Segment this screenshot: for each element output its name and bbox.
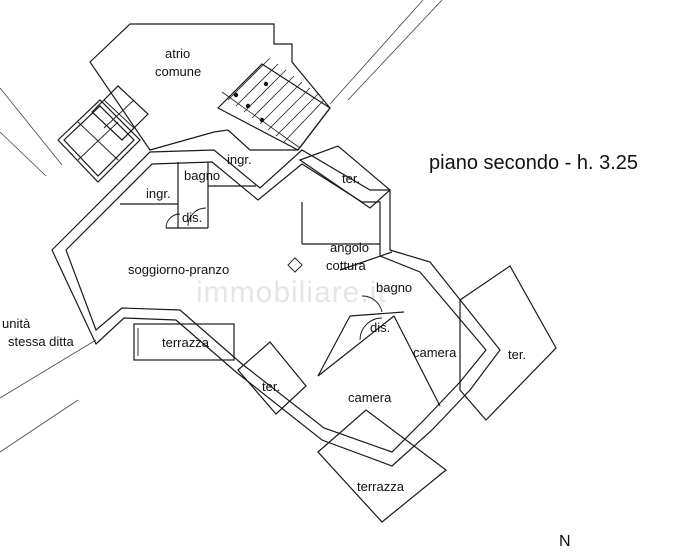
label-ingr-left: ingr. <box>146 186 171 201</box>
terraces <box>133 145 557 523</box>
elevator-shafts <box>57 85 149 183</box>
label-dis-right: dis. <box>370 320 390 335</box>
label-stessa-ditta: stessa ditta <box>8 334 75 349</box>
apartment-walls <box>51 149 501 467</box>
label-ter-right: ter. <box>508 347 526 362</box>
label-cottura: cottura <box>326 258 367 273</box>
label-camera-center: camera <box>348 390 392 405</box>
interior-partitions <box>120 162 441 407</box>
label-unita: unità <box>2 316 31 331</box>
site-guide-lines <box>0 0 443 453</box>
label-ter-top: ter. <box>342 171 360 186</box>
label-camera-right: camera <box>413 345 457 360</box>
watermark: immobiliare.it <box>196 276 387 309</box>
label-comune: comune <box>155 64 201 79</box>
label-terrazza-left: terrazza <box>162 335 210 350</box>
north-indicator: N <box>559 533 571 550</box>
label-atrio: atrio <box>165 46 190 61</box>
label-bagno-left: bagno <box>184 168 220 183</box>
label-ter-lower: ter. <box>262 379 280 394</box>
label-terrazza-bottom: terrazza <box>357 479 405 494</box>
common-atrium <box>89 23 331 151</box>
label-soggiorno: soggiorno-pranzo <box>128 262 229 277</box>
plan-title: piano secondo - h. 3.25 <box>429 152 638 174</box>
label-bagno-right: bagno <box>376 280 412 295</box>
label-dis-left: dis. <box>182 210 202 225</box>
room-labels: atrio comune ingr. bagno ingr. dis. ter.… <box>2 46 526 494</box>
label-ingr-upper: ingr. <box>227 152 252 167</box>
label-angolo: angolo <box>330 240 369 255</box>
